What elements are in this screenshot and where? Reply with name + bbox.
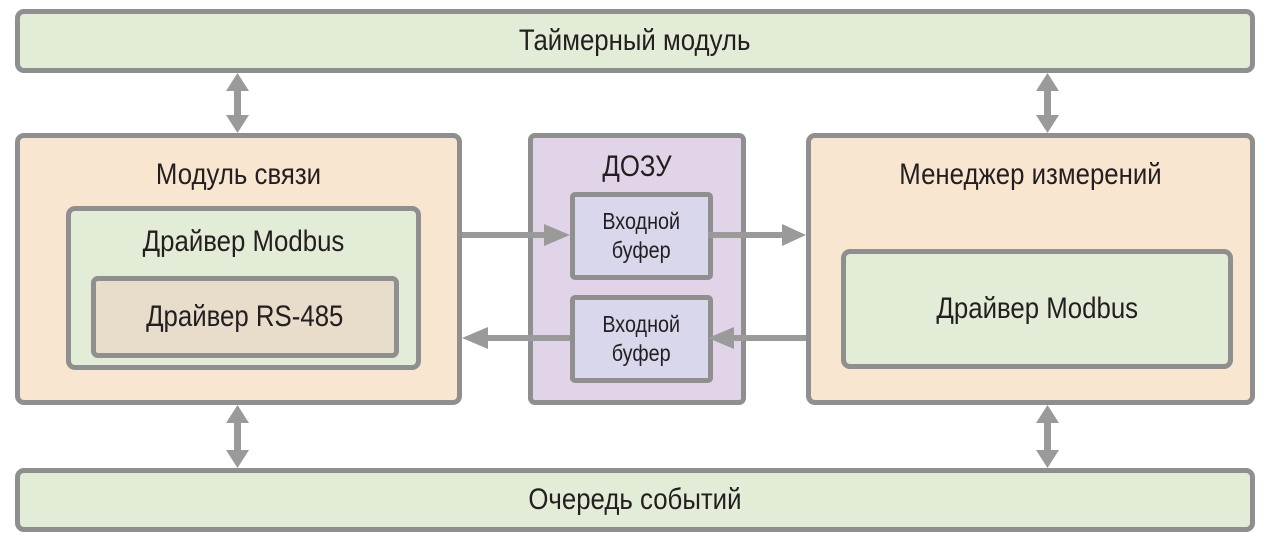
ram-title: ДОЗУ bbox=[602, 150, 672, 183]
arrow-timer-comm bbox=[226, 73, 249, 133]
arrow-comm-queue bbox=[226, 405, 249, 468]
comm-module-title: Модуль связи bbox=[155, 158, 322, 191]
input-buffer-bottom-line1: Входной bbox=[602, 311, 681, 337]
rs485-driver-block: Драйвер RS-485 bbox=[91, 276, 399, 358]
input-buffer-bottom-line2: буфер bbox=[612, 340, 671, 366]
arrow-buffer-to-comm bbox=[462, 327, 570, 349]
arrow-buffer-to-manager bbox=[708, 224, 806, 246]
measurement-manager-title: Менеджер измерений bbox=[899, 158, 1162, 191]
manager-modbus-driver-label: Драйвер Modbus bbox=[936, 292, 1138, 325]
arrow-manager-queue bbox=[1036, 405, 1059, 468]
arrow-manager-to-buffer bbox=[708, 327, 806, 349]
input-buffer-top-line2: буфер bbox=[612, 237, 671, 263]
timer-module-label: Таймерный модуль bbox=[519, 24, 751, 57]
event-queue-label: Очередь событий bbox=[528, 483, 742, 516]
input-buffer-bottom: Входной буфер bbox=[570, 295, 713, 383]
input-buffer-top-line1: Входной bbox=[602, 208, 681, 234]
measurement-manager-block: Менеджер измерений Драйвер Modbus bbox=[806, 133, 1255, 405]
event-queue-block: Очередь событий bbox=[15, 468, 1255, 532]
comm-modbus-driver-block: Драйвер Modbus Драйвер RS-485 bbox=[66, 206, 421, 370]
comm-module-block: Модуль связи Драйвер Modbus Драйвер RS-4… bbox=[15, 133, 462, 405]
manager-modbus-driver-block: Драйвер Modbus bbox=[841, 249, 1233, 369]
timer-module-block: Таймерный модуль bbox=[15, 9, 1255, 73]
arrow-comm-to-buffer bbox=[462, 224, 570, 246]
comm-modbus-driver-label: Драйвер Modbus bbox=[142, 225, 345, 258]
ram-block: ДОЗУ Входной буфер Входной буфер bbox=[528, 133, 746, 405]
arrow-timer-manager bbox=[1036, 73, 1059, 133]
rs485-driver-label: Драйвер RS-485 bbox=[146, 300, 344, 333]
